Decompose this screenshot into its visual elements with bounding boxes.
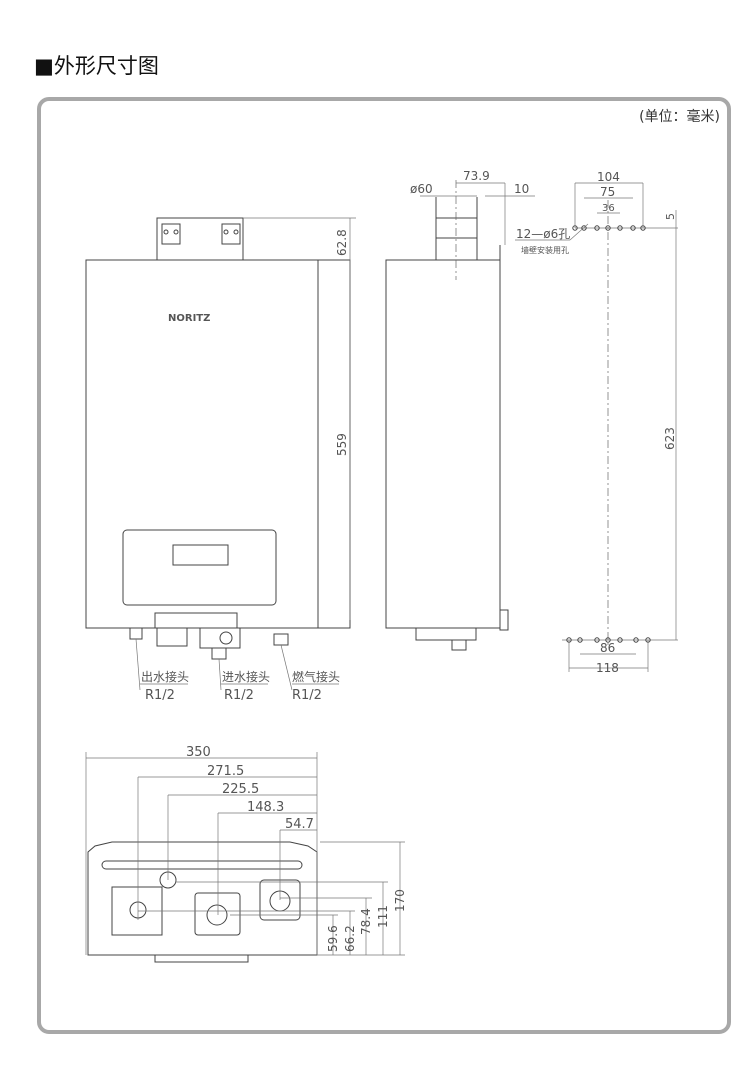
mounting-hole <box>594 225 600 231</box>
dim-350: 350 <box>186 745 211 760</box>
dim-59-6: 59.6 <box>326 925 340 952</box>
mounting-hole <box>617 637 623 643</box>
front-view <box>85 217 356 691</box>
outlet-size: R1/2 <box>145 688 175 703</box>
brand-logo: NORITZ <box>168 313 210 324</box>
dim-271-5: 271.5 <box>207 764 244 779</box>
outlet-label: 出水接头 <box>141 669 189 684</box>
unit-note: (单位：毫米) <box>639 109 720 125</box>
mounting-hole <box>577 637 583 643</box>
mounting-hole <box>630 225 636 231</box>
dim-86: 86 <box>600 641 615 655</box>
mounting-hole <box>633 637 639 643</box>
dim-225-5: 225.5 <box>222 782 259 797</box>
dim-36: 36 <box>602 203 615 214</box>
gas-size: R1/2 <box>292 688 322 703</box>
mounting-hole <box>605 225 611 231</box>
mounting-hole <box>581 225 587 231</box>
mounting-hole <box>605 637 611 643</box>
dim-559: 559 <box>335 433 349 456</box>
dim-623: 623 <box>663 427 677 450</box>
hole-note: 12—ø6孔 <box>516 227 570 241</box>
bottom-view <box>85 752 405 963</box>
drawing-frame <box>37 97 731 1034</box>
side-view <box>385 180 535 651</box>
mounting-hole <box>594 637 600 643</box>
gas-label: 燃气接头 <box>292 669 340 684</box>
inlet-size: R1/2 <box>224 688 254 703</box>
inlet-label: 进水接头 <box>222 669 270 684</box>
dim-111: 111 <box>376 905 390 928</box>
dim-5: 5 <box>664 213 677 220</box>
mounting-hole <box>617 225 623 231</box>
dim-75: 75 <box>600 185 615 199</box>
dim-62-8: 62.8 <box>335 229 349 256</box>
wall-hole-template <box>515 182 678 672</box>
dim-54-7: 54.7 <box>285 817 314 832</box>
dim-flue-diameter: ø60 <box>410 182 433 196</box>
dim-118: 118 <box>596 661 619 675</box>
dim-104: 104 <box>597 170 620 184</box>
page-title: ■外形尺寸图 <box>34 54 159 78</box>
dim-148-3: 148.3 <box>247 800 284 815</box>
dim-10: 10 <box>514 182 529 196</box>
dim-73-9: 73.9 <box>463 169 490 183</box>
dim-78-4: 78.4 <box>359 908 373 935</box>
dim-66-2: 66.2 <box>343 925 357 952</box>
hole-note-2: 墙壁安装用孔 <box>521 245 569 255</box>
dim-170: 170 <box>393 889 407 912</box>
